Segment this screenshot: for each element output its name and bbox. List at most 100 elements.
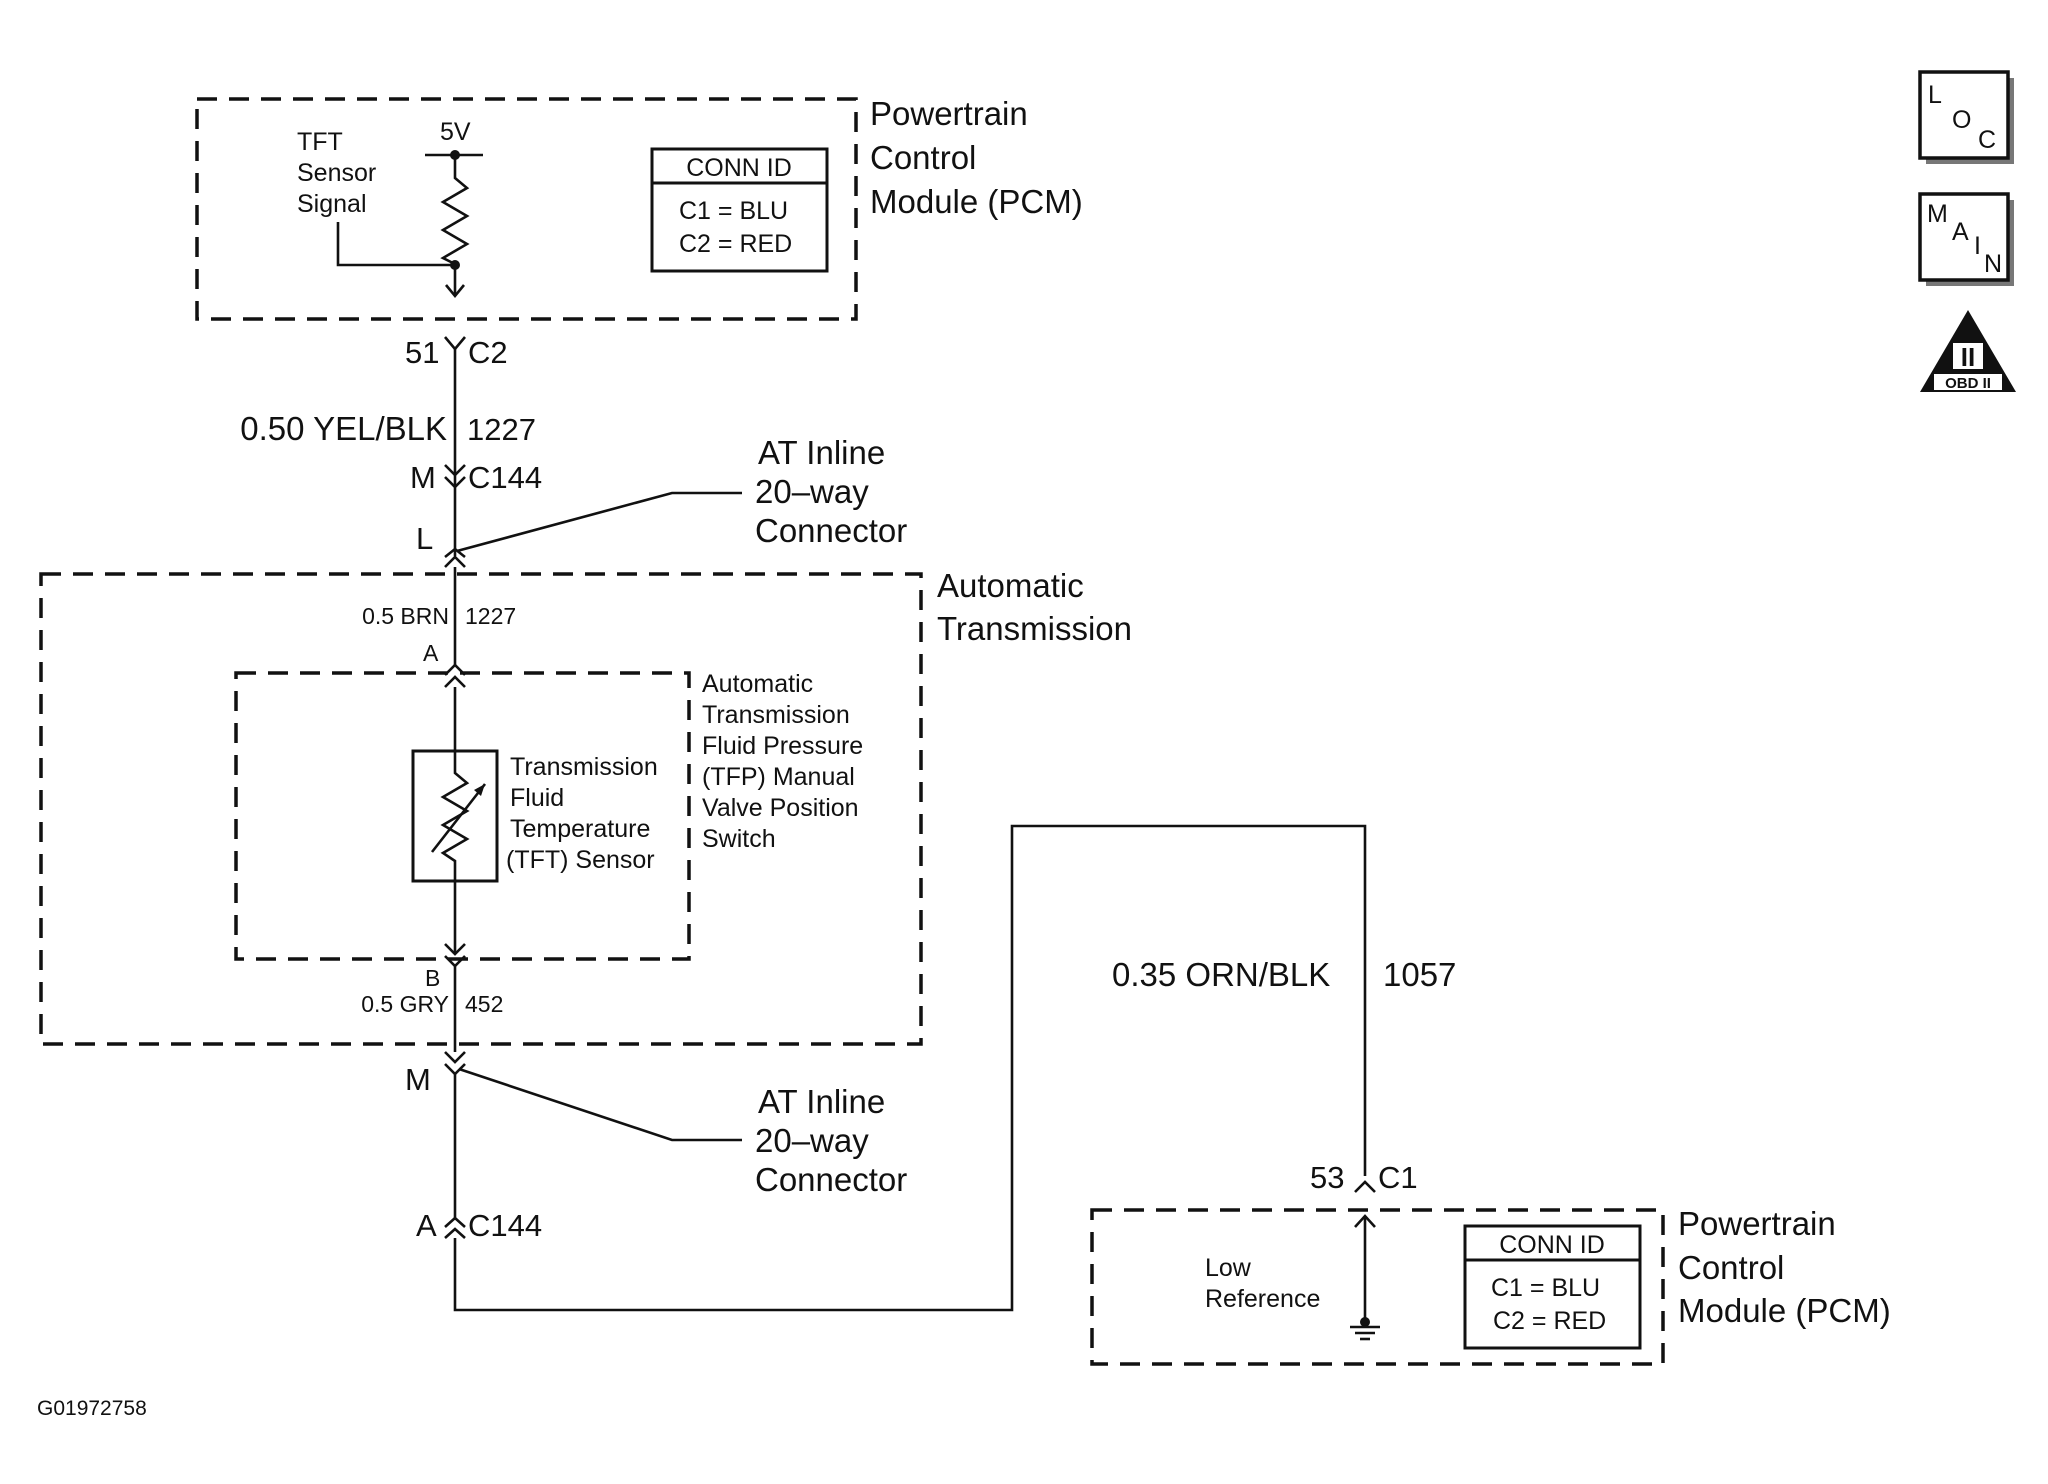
loc-icon-letter-l: L xyxy=(1928,81,1942,109)
inline-bottom-terminal xyxy=(444,1051,466,1064)
pcm-top-title-3: Module (PCM) xyxy=(870,183,1083,220)
tft-label-3: Temperature xyxy=(510,815,650,843)
pcm-bottom-title-2: Control xyxy=(1678,1249,1784,1286)
pcm-bottom-boundary xyxy=(1090,1208,1665,1366)
inline-bottom-leader xyxy=(458,1067,742,1142)
pcm-top-title-2: Control xyxy=(870,139,976,176)
tfp-label-3: Fluid Pressure xyxy=(702,732,863,760)
pin-53-label: 53 xyxy=(1310,1160,1344,1195)
pcm-top-title-1: Powertrain xyxy=(870,95,1028,132)
c144-top-pin-l: L xyxy=(416,521,433,556)
c144-top-pin-m: M xyxy=(410,460,436,495)
c144-top-label: C144 xyxy=(468,460,542,495)
pcm-bottom-module: Powertrain Control Module (PCM) Low Refe… xyxy=(1090,1205,1891,1366)
c144-bottom-connector: M A C144 xyxy=(405,1051,542,1243)
wire-gry-circuit: 452 xyxy=(465,991,503,1017)
main-icon-letter-m: M xyxy=(1927,200,1948,228)
tfp-label-5: Valve Position xyxy=(702,794,859,822)
low-ref-label-2: Reference xyxy=(1205,1285,1320,1313)
tfp-label-1: Automatic xyxy=(702,670,813,698)
inline-top-label-1: AT Inline xyxy=(758,434,885,471)
conn-id-c2: C2 = RED xyxy=(679,230,792,258)
pin-b-label: B xyxy=(425,965,440,991)
tfp-top-terminal-2 xyxy=(444,675,466,688)
c144-bottom-terminal-1 xyxy=(444,1216,466,1228)
c144-bottom-terminal-2 xyxy=(444,1227,466,1239)
voltage-label: 5V xyxy=(440,118,471,146)
pin-53-c1: 53 C1 xyxy=(1310,1160,1418,1195)
automatic-transmission: Automatic Transmission 0.5 BRN 1227 A Au… xyxy=(39,567,1132,1052)
tft-label-1: Transmission xyxy=(510,753,658,781)
low-ref-label-1: Low xyxy=(1205,1254,1252,1282)
wire-1227-spec: 0.50 YEL/BLK xyxy=(240,410,447,447)
tft-signal-label-1: TFT xyxy=(297,128,343,156)
conn-id-c1: C1 = BLU xyxy=(679,197,788,225)
transmission-title-1: Automatic xyxy=(937,567,1084,604)
pin-51-terminal xyxy=(444,336,466,352)
pcm-bottom-title-3: Module (PCM) xyxy=(1678,1292,1891,1329)
wire-1057-spec: 0.35 ORN/BLK xyxy=(1112,956,1330,993)
pcm-bottom-title-1: Powertrain xyxy=(1678,1205,1836,1242)
loc-icon-letter-o: O xyxy=(1952,106,1971,134)
pullup-resistor xyxy=(440,155,470,295)
transmission-title-2: Transmission xyxy=(937,610,1132,647)
inline-top-terminal xyxy=(444,547,466,559)
c144-top-connector: M C144 L xyxy=(410,460,542,568)
tfp-label-6: Switch xyxy=(702,825,776,853)
conn-id-header: CONN ID xyxy=(686,154,792,182)
c144-top-terminal-2 xyxy=(444,476,466,489)
wire-brn-spec: 0.5 BRN xyxy=(362,603,449,629)
inline-top-label-2: 20–way xyxy=(755,473,869,510)
obd-icon-numeral: II xyxy=(1961,342,1975,372)
connector-c2-label: C2 xyxy=(468,335,508,370)
signal-wire-internal xyxy=(336,222,455,267)
pin-53-terminal xyxy=(1354,1180,1376,1193)
main-icon-letter-i: I xyxy=(1974,232,1981,260)
thermistor-variable-arrow xyxy=(430,783,487,853)
inline-top-leader xyxy=(456,491,742,553)
tfp-label-2: Transmission xyxy=(702,701,850,729)
main-icon-letter-a: A xyxy=(1952,218,1969,246)
wire-1057-orn-blk xyxy=(453,824,1367,1312)
c144-top-terminal-1 xyxy=(444,464,466,477)
transmission-boundary xyxy=(39,572,923,1046)
thermistor-element xyxy=(440,751,470,881)
tft-signal-label-3: Signal xyxy=(297,190,367,218)
tft-signal-label-2: Sensor xyxy=(297,159,376,187)
inline-bottom-label-2: 20–way xyxy=(755,1122,869,1159)
tft-label-2: Fluid xyxy=(510,784,564,812)
pcm-top-boundary xyxy=(195,97,858,321)
pcm-top-conn-id: CONN ID C1 = BLU C2 = RED xyxy=(650,147,829,273)
figure-id: G01972758 xyxy=(37,1397,147,1420)
thermistor-arrowhead xyxy=(474,784,485,796)
inline-top-terminal-2 xyxy=(444,555,466,568)
main-icon[interactable]: M A I N xyxy=(1918,192,2014,286)
pin-a-label: A xyxy=(423,640,439,666)
inline-top-label-3: Connector xyxy=(755,512,907,549)
connector-c1-label: C1 xyxy=(1378,1160,1418,1195)
c144-bottom-label: C144 xyxy=(468,1208,542,1243)
conn-id-header-bottom: CONN ID xyxy=(1499,1231,1605,1259)
c144-bottom-pin-m: M xyxy=(405,1062,431,1097)
pin-51-c2: 51 C2 xyxy=(405,335,508,370)
c144-bottom-pin-a: A xyxy=(416,1208,437,1243)
main-icon-letter-n: N xyxy=(1984,250,2002,278)
wire-brn-circuit: 1227 xyxy=(465,603,516,629)
inline-bottom-label-1: AT Inline xyxy=(758,1083,885,1120)
ground-node xyxy=(1360,1317,1370,1327)
wire-1057-circuit: 1057 xyxy=(1383,956,1456,993)
tfp-bottom-terminal xyxy=(444,943,466,956)
tft-label-4: (TFT) Sensor xyxy=(506,846,655,874)
pin-51-label: 51 xyxy=(405,335,439,370)
obd-ii-icon[interactable]: II OBD II xyxy=(1920,310,2016,392)
pcm-top-module: Powertrain Control Module (PCM) TFT Sens… xyxy=(195,95,1083,321)
pcm-top-arrow xyxy=(444,284,466,299)
wire-gry-spec: 0.5 GRY xyxy=(361,991,449,1017)
obd-icon-label: OBD II xyxy=(1945,375,1991,392)
conn-id-c1-bottom: C1 = BLU xyxy=(1491,1274,1600,1302)
inline-bottom-label-3: Connector xyxy=(755,1161,907,1198)
loc-icon[interactable]: L O C xyxy=(1918,70,2014,164)
loc-icon-letter-c: C xyxy=(1978,126,1996,154)
wire-1227-circuit: 1227 xyxy=(467,412,536,447)
